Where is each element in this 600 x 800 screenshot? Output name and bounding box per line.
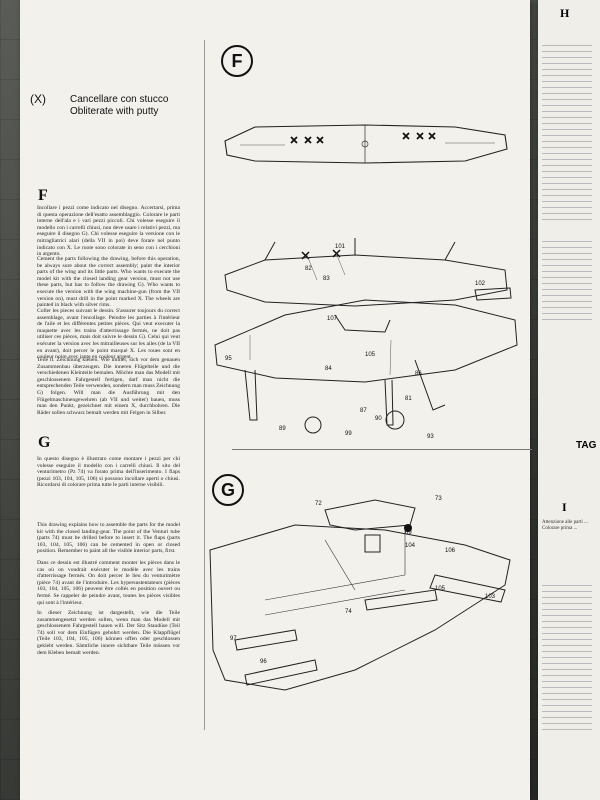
step-g-badge: G [212,474,244,506]
part-number-86: 86 [415,371,422,377]
section-g-text-french: Dans ce dessin est illustré comment mont… [37,560,180,606]
closed-gear-wing-diagram [209,499,511,691]
part-102-piece [474,287,512,301]
column-divider [204,40,205,730]
part-number-101: 101 [335,244,346,250]
part-number-72: 72 [315,501,322,507]
putty-symbol: (X) [30,92,46,106]
part-number-106: 106 [445,548,456,554]
part-number-74: 74 [345,609,352,615]
part-number-73: 73 [435,496,442,502]
part-69-piece [364,534,381,553]
next-sheet-heading-i: I [562,500,567,514]
part-number-104: 104 [405,543,416,549]
section-f-text-italian: Incollare i pezzi come indicato nel dise… [37,205,180,258]
section-f-text-english: Cement the parts following the drawing, … [37,256,180,309]
part-97-piece [234,629,298,651]
step-f-badge: F [221,45,253,77]
part-labels-f: 101 82 83 102 107 95 105 84 86 81 87 89 90 93 99 [225,244,486,440]
section-divider [232,449,532,450]
part-number-90: 90 [375,416,382,422]
part-number-93: 93 [427,434,434,440]
section-f-heading: F [38,187,48,204]
putty-x-marks [290,132,436,144]
part-number-105: 105 [435,586,446,592]
part-number-96: 96 [260,659,267,665]
venturi-hole [404,524,412,532]
part-number-97: 97 [230,636,237,642]
next-sheet-edge: H I TAG Attenzione alle parti ... Colora… [538,0,600,800]
part-number-95: 95 [225,356,232,362]
part-number-83: 83 [323,276,330,282]
wheel-left [304,416,322,434]
next-sheet-tag-fragment: TAG [576,440,597,451]
section-g-text-italian: In questo disegno è illustrato come mont… [37,456,180,489]
putty-label-english: Obliterate with putty [70,106,159,117]
section-g-heading: G [38,434,51,451]
part-number-103: 103 [485,594,496,600]
assembly-x-marks [301,249,341,260]
part-number-82: 82 [305,266,312,272]
part-number-87: 87 [360,408,367,414]
wing-top-view [224,124,508,164]
part-number-99: 99 [345,431,352,437]
part-96-piece [244,659,318,686]
instruction-sheet [20,0,532,800]
part-number-69: 69 [405,530,412,536]
next-sheet-text-lines-3 [542,580,592,730]
part-number-107: 107 [327,316,338,322]
section-g-text-german: In dieser Zeichnung ist dargestellt, wie… [37,610,180,656]
part-number-81: 81 [405,396,412,402]
part-number-84: 84 [325,366,332,372]
section-g-text-english: This drawing explains how to assemble th… [37,522,180,555]
wheel-right [385,410,405,430]
next-sheet-text-fragment: Attenzione alle parti ... Colorare prima… [542,520,588,531]
part-number-102: 102 [475,281,486,287]
next-sheet-text-lines-2 [542,240,592,320]
section-f-text-german: Teile lt. Zeichnung kleben. Wie immer, s… [37,357,180,416]
part-number-89: 89 [279,426,286,432]
next-sheet-text-lines [542,40,592,220]
step-g-letter: G [220,479,235,500]
wing-landing-gear-diagram [214,238,518,434]
flap-104 [364,589,438,611]
next-sheet-heading: H [560,6,570,20]
part-number-105: 105 [365,352,376,358]
part-labels-g: 73 72 69 104 106 105 74 103 97 96 [230,496,496,665]
section-f-text-french: Coller les pieces suivant le dessin. S'a… [37,308,180,361]
putty-label-italian: Cancellare con stucco [70,94,169,105]
flap-103 [429,574,506,603]
step-f-letter: F [231,50,243,71]
